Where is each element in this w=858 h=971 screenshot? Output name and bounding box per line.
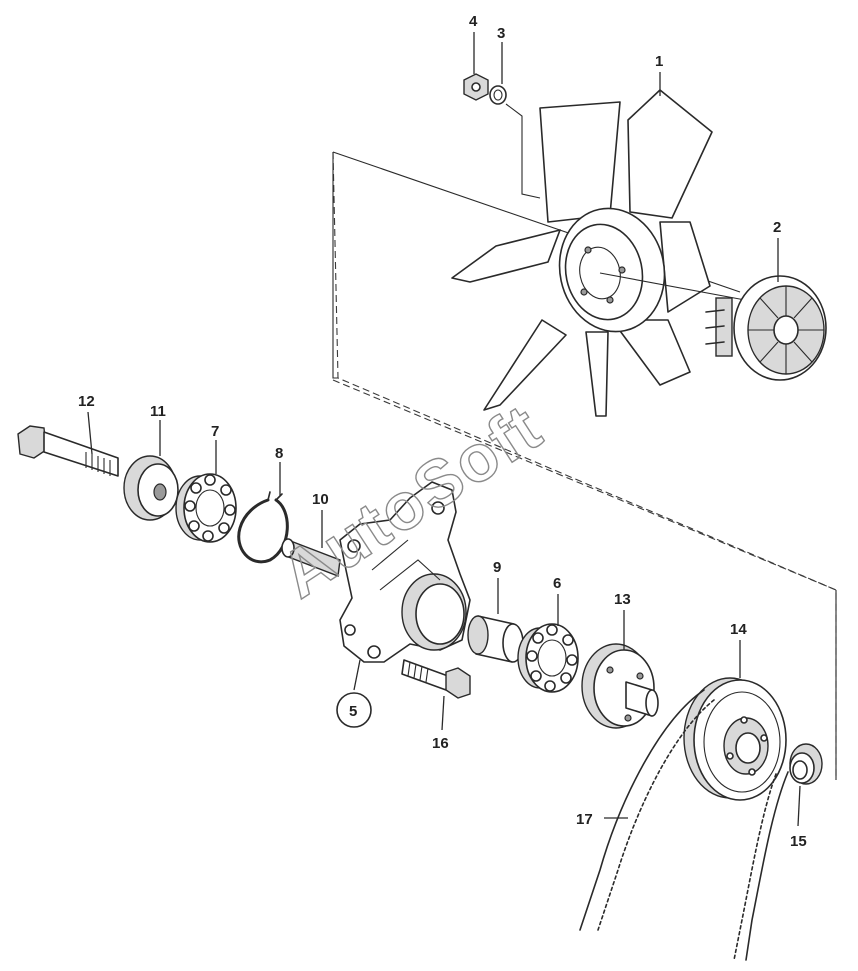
bolt-part-16[interactable] [401,659,471,699]
callout-2: 2 [773,219,781,236]
callout-3: 3 [497,25,505,42]
callout-4: 4 [469,13,478,30]
callout-9: 9 [493,559,501,576]
belt-part-17[interactable] [579,689,789,961]
nut-part-4[interactable] [463,73,489,101]
bolt-part-12[interactable] [17,425,119,477]
callout-17: 17 [576,811,593,828]
sleeve-part-9[interactable] [467,615,524,663]
snap-ring-part-8[interactable] [237,491,289,564]
callout-5: 5 [349,703,357,720]
callout-13: 13 [614,591,631,608]
callout-6: 6 [553,575,561,592]
callout-12: 12 [78,393,95,410]
callout-7: 7 [211,423,219,440]
bearing-part-7[interactable] [175,473,237,543]
fan-clutch-part-2[interactable] [705,275,827,381]
callout-5-circle [336,692,372,728]
callout-16: 16 [432,735,449,752]
hub-part-13[interactable] [581,643,659,729]
callout-11: 11 [150,403,166,420]
callout-labels: 1 2 3 4 5 6 7 8 9 10 11 12 13 14 15 16 1… [78,13,807,850]
bearing-part-6[interactable] [517,623,579,693]
callout-10: 10 [312,491,329,508]
callout-15: 15 [790,833,807,850]
fan-axis-line [599,272,746,301]
fan-part-1[interactable] [451,89,713,417]
pin-part-10[interactable] [281,538,341,577]
housing-part-5[interactable] [339,481,471,663]
washer-part-3[interactable] [489,85,507,105]
assembly-plane-outline [332,151,837,780]
leader-lines [87,32,801,827]
seal-part-15[interactable] [789,743,823,785]
callout-8: 8 [275,445,283,462]
callout-1: 1 [655,53,663,70]
callout-14: 14 [730,621,747,638]
fastener-axis-line [505,103,541,199]
spacer-part-11[interactable] [123,455,179,521]
pulley-part-14[interactable] [683,677,787,801]
